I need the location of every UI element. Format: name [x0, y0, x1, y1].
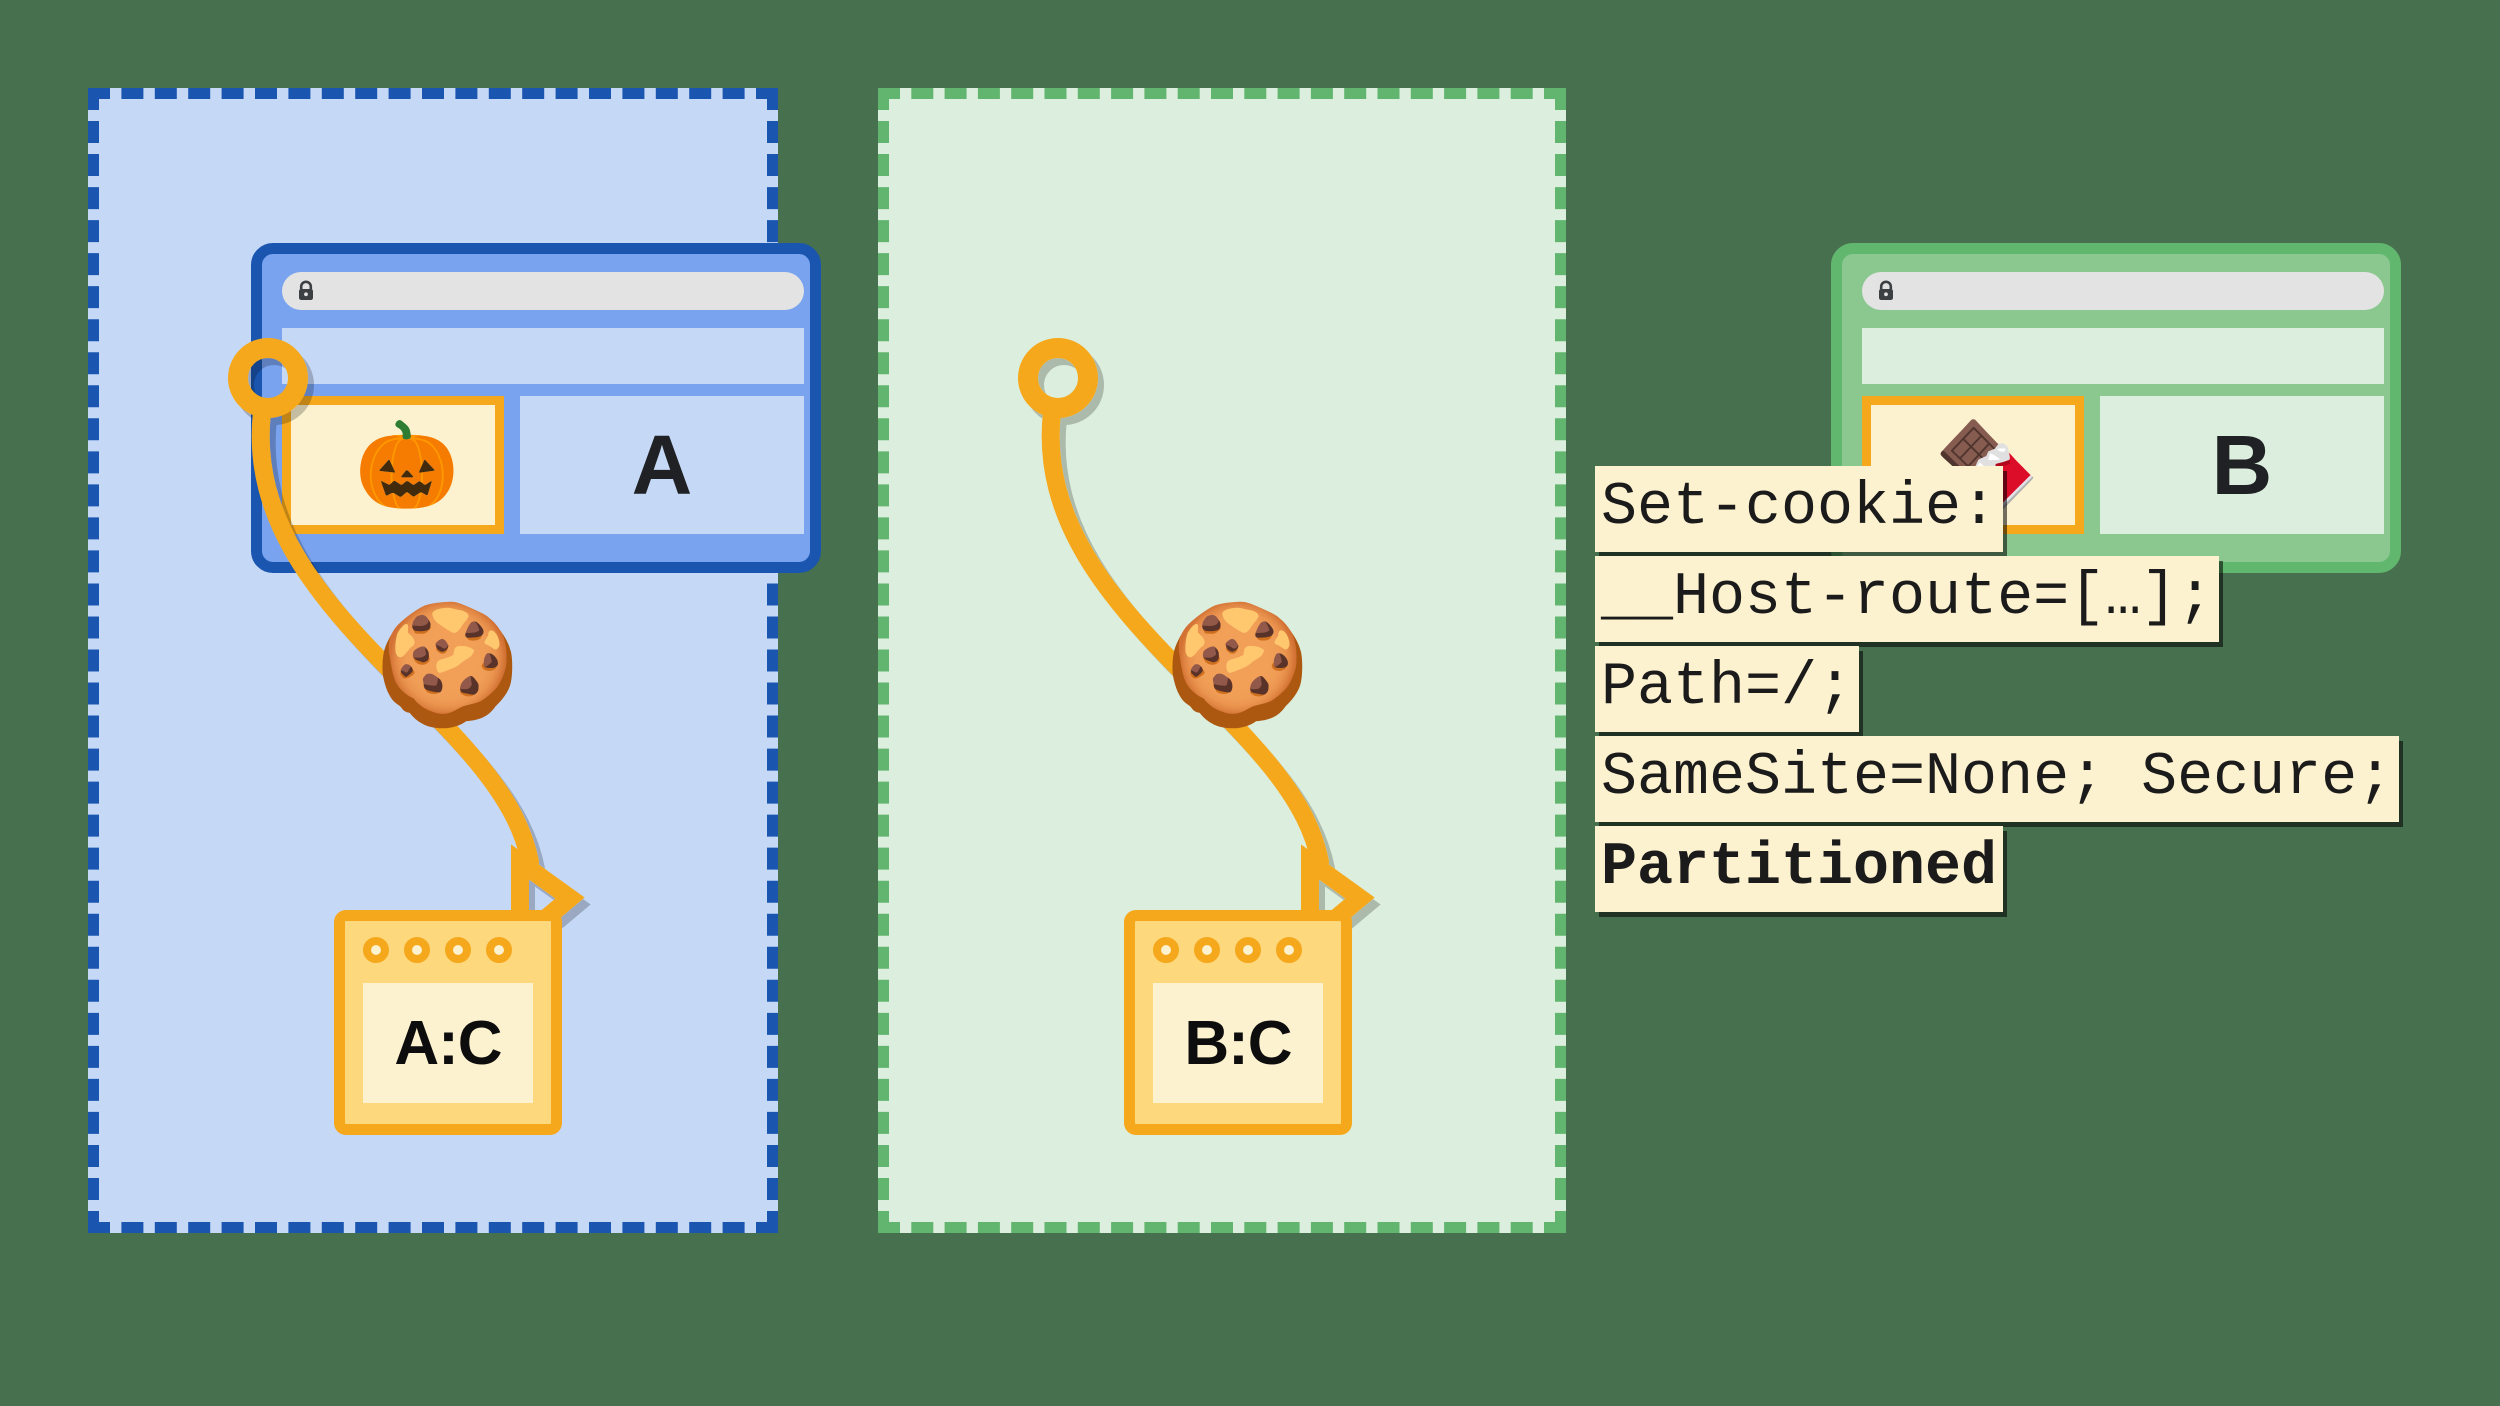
- site-letter-pane-a: A: [520, 396, 804, 534]
- storage-dot: [445, 937, 471, 963]
- storage-dot: [404, 937, 430, 963]
- code-line-partitioned: Partitioned: [1595, 826, 2004, 912]
- site-letter-a: A: [631, 417, 693, 512]
- storage-dot: [486, 937, 512, 963]
- site-letter-pane-b: B: [2100, 396, 2384, 534]
- storage-screen-b: B:C: [1153, 983, 1323, 1103]
- storage-dot: [1153, 937, 1179, 963]
- embedded-frame-a: 🎃: [282, 396, 504, 534]
- content-placeholder-bar-b: [1862, 328, 2384, 384]
- url-bar-a[interactable]: [282, 272, 804, 310]
- storage-label-a: A:C: [394, 1008, 502, 1078]
- storage-dot: [363, 937, 389, 963]
- storage-dot: [1276, 937, 1302, 963]
- storage-dot: [1235, 937, 1261, 963]
- storage-box-a: A:C: [334, 910, 562, 1135]
- content-placeholder-bar-a: [282, 328, 804, 384]
- set-cookie-code-block: Set-cookie: __Host-route=[…]; Path=/; Sa…: [1595, 466, 2400, 916]
- lock-icon: [299, 280, 313, 300]
- storage-label-b: B:C: [1184, 1008, 1292, 1078]
- lock-icon: [1879, 280, 1893, 300]
- storage-screen-a: A:C: [363, 983, 533, 1103]
- storage-box-b: B:C: [1124, 910, 1352, 1135]
- storage-dot: [1194, 937, 1220, 963]
- cookie-icon: 🍪: [1164, 599, 1311, 731]
- code-line: Set-cookie:: [1595, 466, 2004, 552]
- jack-o-lantern-icon: 🎃: [354, 418, 460, 512]
- code-line: __Host-route=[…];: [1595, 556, 2220, 642]
- partition-b-container: 🍫 B: [878, 88, 2401, 1233]
- code-line: SameSite=None; Secure;: [1595, 736, 2400, 822]
- browser-window-a: 🎃 A: [251, 243, 821, 573]
- code-line: Path=/;: [1595, 646, 1860, 732]
- site-letter-b: B: [2211, 417, 2273, 512]
- cookie-icon: 🍪: [374, 599, 521, 731]
- storage-dots-a: [363, 937, 512, 963]
- storage-dots-b: [1153, 937, 1302, 963]
- url-bar-b[interactable]: [1862, 272, 2384, 310]
